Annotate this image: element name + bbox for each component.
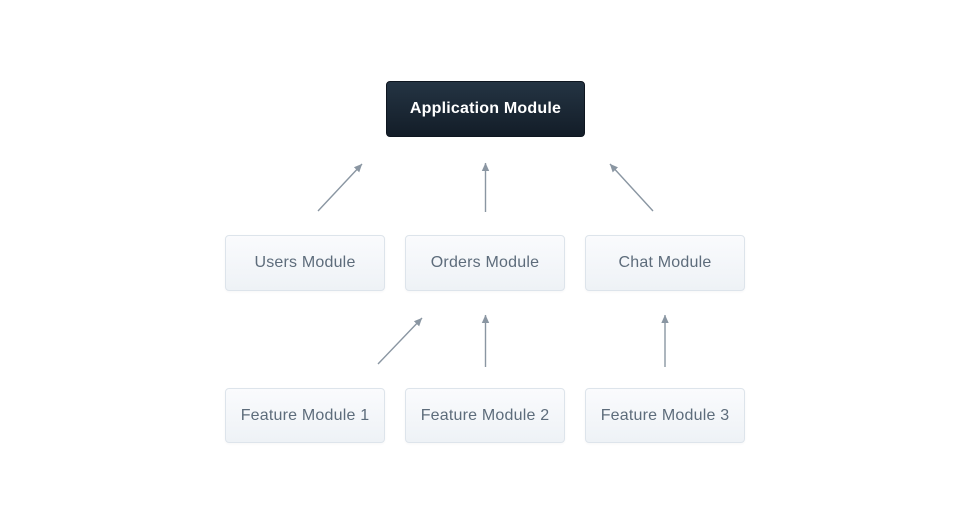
node-label: Application Module — [409, 100, 562, 117]
arrow-feature1-to-orders — [377, 317, 423, 365]
node-feature-module-1: Feature Module 1 — [225, 388, 385, 443]
node-label: Chat Module — [618, 254, 712, 271]
arrow-users-to-application — [317, 163, 363, 212]
node-label: Feature Module 2 — [420, 406, 550, 424]
node-chat-module: Chat Module — [585, 235, 745, 291]
node-feature-module-3: Feature Module 3 — [585, 388, 745, 443]
node-users-module: Users Module — [225, 235, 385, 291]
node-label: Orders Module — [430, 254, 540, 271]
node-label: Users Module — [254, 254, 356, 271]
arrow-chat-to-application — [609, 163, 654, 212]
node-label: Feature Module 1 — [240, 406, 370, 424]
node-application-module: Application Module — [386, 81, 585, 137]
node-label: Feature Module 3 — [600, 406, 730, 424]
node-feature-module-2: Feature Module 2 — [405, 388, 565, 443]
node-orders-module: Orders Module — [405, 235, 565, 291]
